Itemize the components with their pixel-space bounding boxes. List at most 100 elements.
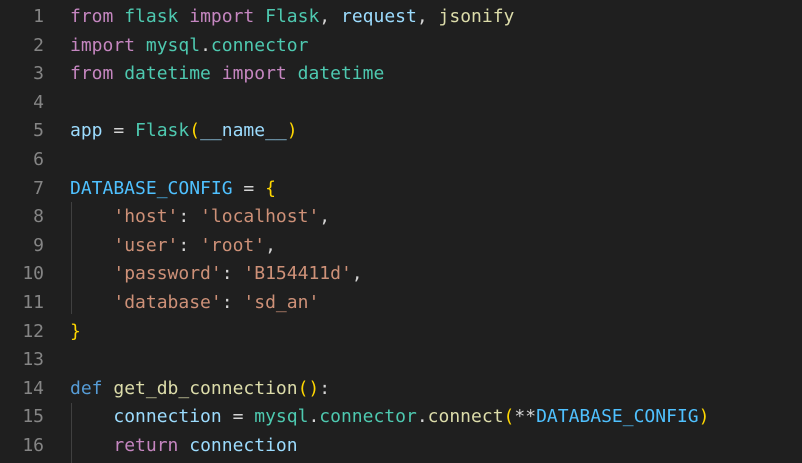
code-token: [70, 206, 113, 227]
line-number: 10: [22, 263, 44, 285]
indent-guide: [71, 202, 72, 314]
code-token: (): [297, 377, 320, 399]
code-line[interactable]: 4: [0, 89, 802, 118]
code-text: app = Flask(__name__): [70, 117, 298, 146]
code-line[interactable]: 1 from flask import Flask, request, jsoni…: [0, 3, 802, 32]
code-token: app: [70, 120, 103, 142]
code-token: [103, 378, 114, 399]
line-number: 12: [22, 320, 44, 342]
code-text: 'host': 'localhost',: [70, 203, 330, 232]
code-line[interactable]: 16 return connection: [0, 432, 802, 461]
code-token: connector: [319, 406, 417, 428]
code-token: from: [70, 6, 114, 27]
code-token: :: [319, 377, 331, 399]
code-line[interactable]: 3 from datetime import datetime: [0, 60, 802, 89]
code-line[interactable]: 6: [0, 146, 802, 175]
line-number: 4: [33, 91, 44, 113]
code-text: from flask import Flask, request, jsonif…: [70, 3, 514, 32]
line-number: 11: [22, 292, 44, 313]
code-token: def: [70, 377, 103, 399]
code-token: connection: [189, 435, 298, 456]
code-token: flask: [124, 6, 179, 27]
code-text: }: [70, 318, 81, 347]
code-token: ,: [351, 263, 363, 285]
code-token: 'B154411d': [243, 263, 352, 285]
code-line[interactable]: 7 DATABASE_CONFIG = {: [0, 175, 802, 204]
code-text: DATABASE_CONFIG = {: [70, 175, 276, 204]
line-number: 16: [22, 435, 44, 456]
code-token: [70, 406, 113, 427]
code-token: :: [178, 234, 201, 256]
code-token: }: [70, 320, 81, 342]
code-token: datetime: [124, 63, 211, 85]
line-number: 7: [33, 177, 44, 199]
code-token: ): [286, 120, 298, 142]
code-line[interactable]: 11 'database': 'sd_an': [0, 289, 802, 318]
code-text: 'database': 'sd_an': [70, 289, 319, 318]
code-line[interactable]: 13: [0, 346, 802, 375]
code-token: mysql: [145, 34, 201, 56]
code-token: import: [221, 63, 287, 85]
line-number: 3: [33, 63, 44, 85]
code-token: [113, 6, 124, 27]
code-token: .: [200, 34, 211, 56]
code-token: 'root': [200, 234, 266, 256]
code-token: [113, 63, 124, 84]
code-token: :: [178, 206, 201, 228]
code-token: ,: [265, 234, 276, 256]
code-token: mysql: [254, 406, 309, 428]
code-token: DATABASE_CONFIG: [536, 406, 699, 428]
code-token: [254, 6, 265, 27]
code-token: connector: [210, 34, 309, 56]
code-token: .: [416, 406, 428, 428]
code-token: =: [102, 120, 136, 142]
code-token: jsonify: [438, 6, 515, 27]
code-token: connect: [427, 406, 504, 428]
code-token: get_db_connection: [113, 377, 298, 399]
code-token: from: [70, 63, 114, 85]
code-text: def get_db_connection():: [70, 375, 330, 404]
code-token: :: [221, 263, 244, 285]
code-token: ,: [416, 6, 439, 27]
indent-guide: [71, 403, 72, 463]
code-token: Flask: [265, 6, 320, 27]
code-token: 'user': [113, 234, 179, 256]
code-line[interactable]: 15 connection = mysql.connector.connect(…: [0, 403, 802, 432]
code-token: [178, 6, 189, 27]
line-number: 13: [22, 349, 44, 371]
code-line[interactable]: 10 'password': 'B154411d',: [0, 260, 802, 289]
code-text: 'password': 'B154411d',: [70, 260, 363, 289]
code-token: __name__: [200, 120, 287, 142]
code-text: connection = mysql.connector.connect(**D…: [70, 403, 709, 432]
code-token: [178, 435, 189, 456]
code-text: 'user': 'root',: [70, 232, 276, 261]
code-token: 'localhost': [200, 206, 320, 228]
line-number: 9: [33, 234, 44, 256]
code-line[interactable]: 9 'user': 'root',: [0, 232, 802, 261]
code-token: import: [189, 6, 255, 27]
line-number: 14: [22, 377, 44, 399]
code-token: :: [221, 292, 244, 313]
code-token: **: [514, 406, 537, 428]
code-text: import mysql.connector: [70, 32, 308, 61]
code-token: [70, 263, 113, 284]
code-token: request: [340, 6, 417, 27]
line-number: 6: [33, 149, 44, 170]
line-number: 1: [33, 6, 44, 27]
code-token: return: [113, 435, 179, 456]
code-line[interactable]: 8 'host': 'localhost',: [0, 203, 802, 232]
code-token: Flask: [135, 120, 190, 142]
code-token: [135, 35, 146, 56]
code-token: 'sd_an': [243, 292, 320, 313]
code-text: from datetime import datetime: [70, 60, 384, 89]
code-line[interactable]: 12}: [0, 318, 802, 347]
code-token: =: [232, 177, 266, 199]
code-token: [211, 63, 222, 84]
code-token: 'database': [113, 292, 222, 313]
code-token: {: [265, 177, 276, 199]
code-line[interactable]: 14 def get_db_connection():: [0, 375, 802, 404]
code-token: ,: [319, 6, 341, 27]
